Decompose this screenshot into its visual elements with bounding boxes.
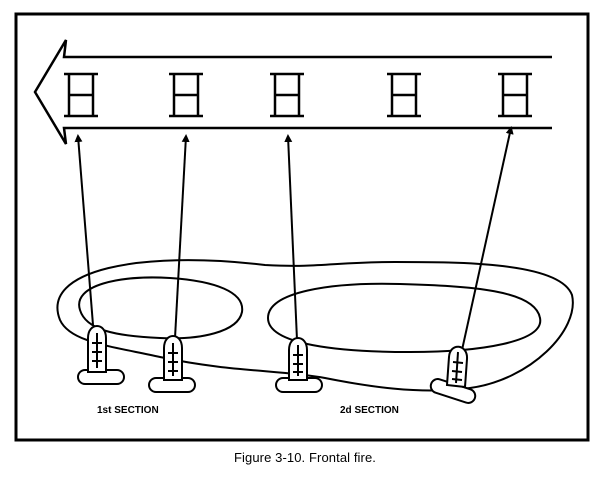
weapon-position-1 [77, 325, 125, 385]
weapon-position-4 [429, 345, 477, 404]
fire-line-2 [174, 134, 190, 339]
direction-arrow [33, 39, 552, 145]
terrain-outline-right [266, 282, 542, 354]
fire-lines [74, 126, 514, 351]
target-2 [169, 72, 203, 118]
figure-caption-text: Figure 3-10. Frontal fire. [233, 450, 377, 465]
fire-line-3 [284, 134, 298, 341]
target-4 [387, 72, 421, 118]
target-1 [64, 72, 98, 118]
figure-caption: Figure 3-10. Frontal fire. [0, 450, 610, 465]
fire-line-4 [461, 126, 514, 351]
terrain-outline-left [78, 276, 244, 340]
weapon-position-3 [275, 337, 323, 393]
terrain-outline-outer [56, 259, 574, 392]
target-5 [498, 72, 532, 118]
first-section-label: 1st SECTION [97, 405, 159, 416]
figure-frame [14, 12, 590, 442]
weapon-position-2 [148, 335, 196, 393]
target-3 [270, 72, 304, 118]
target-row [64, 72, 532, 118]
second-section-label: 2d SECTION [340, 405, 399, 416]
fire-line-1 [74, 134, 94, 326]
